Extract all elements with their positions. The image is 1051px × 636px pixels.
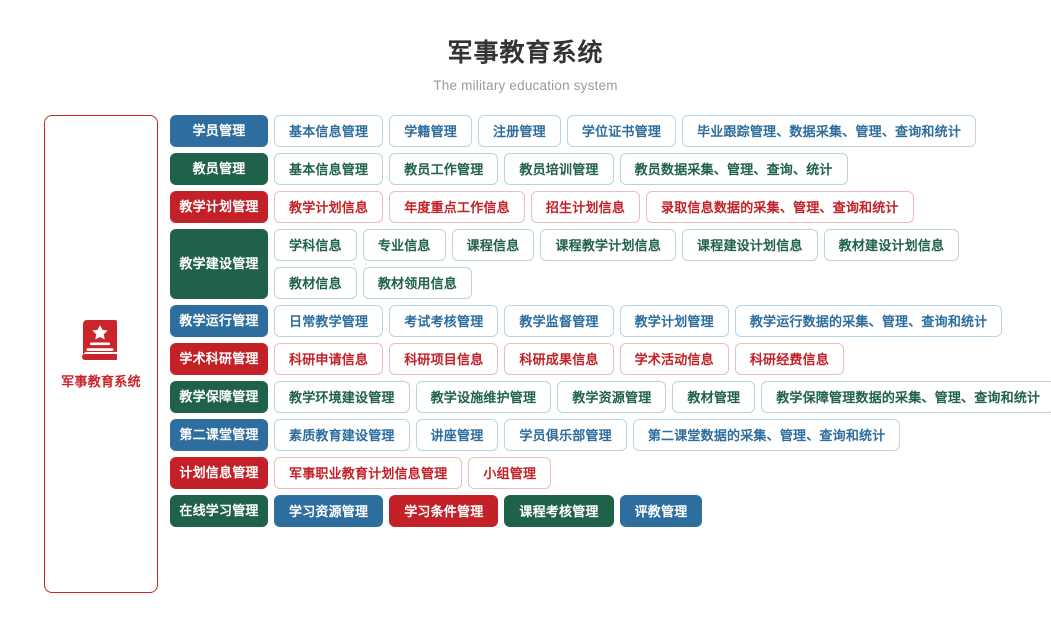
module-item-button[interactable]: 课程教学计划信息 (540, 229, 677, 261)
module-item-button[interactable]: 课程建设计划信息 (682, 229, 818, 261)
module-item-group: 军事职业教育计划信息管理小组管理 (274, 457, 1051, 489)
module-item-button[interactable]: 学习条件管理 (389, 495, 499, 527)
module-item-line: 科研申请信息科研项目信息科研成果信息学术活动信息科研经费信息 (274, 343, 1051, 375)
module-item-button[interactable]: 科研成果信息 (504, 343, 614, 375)
module-row: 教员管理基本信息管理教员工作管理教员培训管理教员数据采集、管理、查询、统计 (170, 153, 1051, 185)
module-item-button[interactable]: 基本信息管理 (274, 115, 384, 147)
module-item-button[interactable]: 教员工作管理 (389, 153, 499, 185)
module-row: 教学建设管理学科信息专业信息课程信息课程教学计划信息课程建设计划信息教材建设计划… (170, 229, 1051, 299)
module-row: 教学运行管理日常教学管理考试考核管理教学监督管理教学计划管理教学运行数据的采集、… (170, 305, 1051, 337)
module-item-button[interactable]: 讲座管理 (415, 419, 499, 451)
module-item-button[interactable]: 科研项目信息 (389, 343, 499, 375)
module-item-button[interactable]: 考试考核管理 (389, 305, 499, 337)
module-item-button[interactable]: 教学保障管理数据的采集、管理、查询和统计 (761, 381, 1051, 413)
module-category-button[interactable]: 教学计划管理 (170, 191, 268, 223)
module-row: 教学计划管理教学计划信息年度重点工作信息招生计划信息录取信息数据的采集、管理、查… (170, 191, 1051, 223)
module-category-button[interactable]: 计划信息管理 (170, 457, 268, 489)
module-item-button[interactable]: 教材领用信息 (362, 267, 473, 299)
module-matrix: 学员管理基本信息管理学籍管理注册管理学位证书管理毕业跟踪管理、数据采集、管理、查… (170, 115, 1051, 527)
book-star-icon (80, 318, 122, 362)
module-item-button[interactable]: 素质教育建设管理 (274, 419, 410, 451)
module-item-button[interactable]: 评教管理 (619, 495, 703, 527)
module-item-button[interactable]: 学籍管理 (389, 115, 473, 147)
module-category-button[interactable]: 教员管理 (170, 153, 268, 185)
module-item-button[interactable]: 教学计划信息 (274, 191, 384, 223)
module-category-button[interactable]: 教学运行管理 (170, 305, 268, 337)
page-title: 军事教育系统 (447, 39, 604, 67)
module-item-button[interactable]: 第二课堂数据的采集、管理、查询和统计 (632, 419, 901, 451)
module-item-button[interactable]: 教材信息 (274, 267, 357, 299)
module-row: 计划信息管理军事职业教育计划信息管理小组管理 (170, 457, 1051, 489)
module-item-line: 基本信息管理学籍管理注册管理学位证书管理毕业跟踪管理、数据采集、管理、查询和统计 (274, 115, 1051, 147)
module-item-line: 教材信息教材领用信息 (274, 267, 1051, 299)
module-item-line: 教学计划信息年度重点工作信息招生计划信息录取信息数据的采集、管理、查询和统计 (274, 191, 1051, 223)
module-item-button[interactable]: 科研经费信息 (734, 343, 845, 375)
module-item-button[interactable]: 录取信息数据的采集、管理、查询和统计 (646, 191, 914, 223)
module-item-button[interactable]: 教学资源管理 (557, 381, 667, 413)
module-item-button[interactable]: 教学运行数据的采集、管理、查询和统计 (734, 305, 1003, 337)
module-item-line: 学科信息专业信息课程信息课程教学计划信息课程建设计划信息教材建设计划信息 (274, 229, 1051, 261)
module-row: 教学保障管理教学环境建设管理教学设施维护管理教学资源管理教材管理教学保障管理数据… (170, 381, 1051, 413)
module-category-button[interactable]: 学员管理 (170, 115, 268, 147)
module-item-group: 学科信息专业信息课程信息课程教学计划信息课程建设计划信息教材建设计划信息教材信息… (274, 229, 1051, 299)
module-row: 在线学习管理学习资源管理学习条件管理课程考核管理评教管理 (170, 495, 1051, 527)
module-item-button[interactable]: 学科信息 (274, 229, 357, 261)
module-item-line: 教学环境建设管理教学设施维护管理教学资源管理教材管理教学保障管理数据的采集、管理… (274, 381, 1051, 413)
module-item-button[interactable]: 课程考核管理 (504, 495, 614, 527)
module-item-button[interactable]: 教材建设计划信息 (823, 229, 960, 261)
module-item-button[interactable]: 注册管理 (478, 115, 561, 147)
module-item-button[interactable]: 招生计划信息 (530, 191, 641, 223)
module-item-line: 日常教学管理考试考核管理教学监督管理教学计划管理教学运行数据的采集、管理、查询和… (274, 305, 1051, 337)
module-item-group: 科研申请信息科研项目信息科研成果信息学术活动信息科研经费信息 (274, 343, 1051, 375)
module-item-button[interactable]: 科研申请信息 (274, 343, 384, 375)
module-item-group: 素质教育建设管理讲座管理学员俱乐部管理第二课堂数据的采集、管理、查询和统计 (274, 419, 1051, 451)
module-item-button[interactable]: 军事职业教育计划信息管理 (274, 457, 463, 489)
module-item-group: 基本信息管理教员工作管理教员培训管理教员数据采集、管理、查询、统计 (274, 153, 1051, 185)
module-item-button[interactable]: 教学设施维护管理 (415, 381, 552, 413)
page-header: 军事教育系统 The military education system (0, 0, 1051, 93)
main-content: 军事教育系统 学员管理基本信息管理学籍管理注册管理学位证书管理毕业跟踪管理、数据… (0, 115, 1051, 593)
module-row: 第二课堂管理素质教育建设管理讲座管理学员俱乐部管理第二课堂数据的采集、管理、查询… (170, 419, 1051, 451)
module-item-group: 教学环境建设管理教学设施维护管理教学资源管理教材管理教学保障管理数据的采集、管理… (274, 381, 1051, 413)
module-item-button[interactable]: 教员数据采集、管理、查询、统计 (619, 153, 848, 185)
module-category-button[interactable]: 教学建设管理 (170, 229, 268, 299)
module-item-group: 日常教学管理考试考核管理教学监督管理教学计划管理教学运行数据的采集、管理、查询和… (274, 305, 1051, 337)
module-category-button[interactable]: 在线学习管理 (170, 495, 268, 527)
module-item-button[interactable]: 小组管理 (468, 457, 552, 489)
module-item-line: 基本信息管理教员工作管理教员培训管理教员数据采集、管理、查询、统计 (274, 153, 1051, 185)
module-item-button[interactable]: 学习资源管理 (274, 495, 384, 527)
module-category-button[interactable]: 第二课堂管理 (170, 419, 268, 451)
module-item-button[interactable]: 日常教学管理 (274, 305, 384, 337)
module-item-line: 学习资源管理学习条件管理课程考核管理评教管理 (274, 495, 1051, 527)
page-subtitle: The military education system (433, 78, 618, 93)
module-item-button[interactable]: 基本信息管理 (274, 153, 384, 185)
module-item-group: 学习资源管理学习条件管理课程考核管理评教管理 (274, 495, 1051, 527)
module-category-button[interactable]: 学术科研管理 (170, 343, 268, 375)
module-item-button[interactable]: 教学计划管理 (619, 305, 729, 337)
module-item-button[interactable]: 学术活动信息 (619, 343, 729, 375)
module-item-line: 军事职业教育计划信息管理小组管理 (274, 457, 1051, 489)
module-item-button[interactable]: 教学监督管理 (504, 305, 614, 337)
module-item-button[interactable]: 年度重点工作信息 (389, 191, 525, 223)
module-item-button[interactable]: 学员俱乐部管理 (504, 419, 627, 451)
module-item-button[interactable]: 学位证书管理 (566, 115, 677, 147)
module-item-button[interactable]: 教学环境建设管理 (274, 381, 410, 413)
module-item-group: 基本信息管理学籍管理注册管理学位证书管理毕业跟踪管理、数据采集、管理、查询和统计 (274, 115, 1051, 147)
module-item-button[interactable]: 教材管理 (672, 381, 756, 413)
module-row: 学员管理基本信息管理学籍管理注册管理学位证书管理毕业跟踪管理、数据采集、管理、查… (170, 115, 1051, 147)
module-item-group: 教学计划信息年度重点工作信息招生计划信息录取信息数据的采集、管理、查询和统计 (274, 191, 1051, 223)
module-item-button[interactable]: 课程信息 (451, 229, 535, 261)
module-item-button[interactable]: 专业信息 (362, 229, 446, 261)
module-item-button[interactable]: 毕业跟踪管理、数据采集、管理、查询和统计 (682, 115, 977, 147)
brand-label: 军事教育系统 (61, 374, 141, 389)
module-row: 学术科研管理科研申请信息科研项目信息科研成果信息学术活动信息科研经费信息 (170, 343, 1051, 375)
module-item-line: 素质教育建设管理讲座管理学员俱乐部管理第二课堂数据的采集、管理、查询和统计 (274, 419, 1051, 451)
brand-card: 军事教育系统 (44, 115, 158, 593)
module-category-button[interactable]: 教学保障管理 (170, 381, 268, 413)
module-item-button[interactable]: 教员培训管理 (504, 153, 614, 185)
